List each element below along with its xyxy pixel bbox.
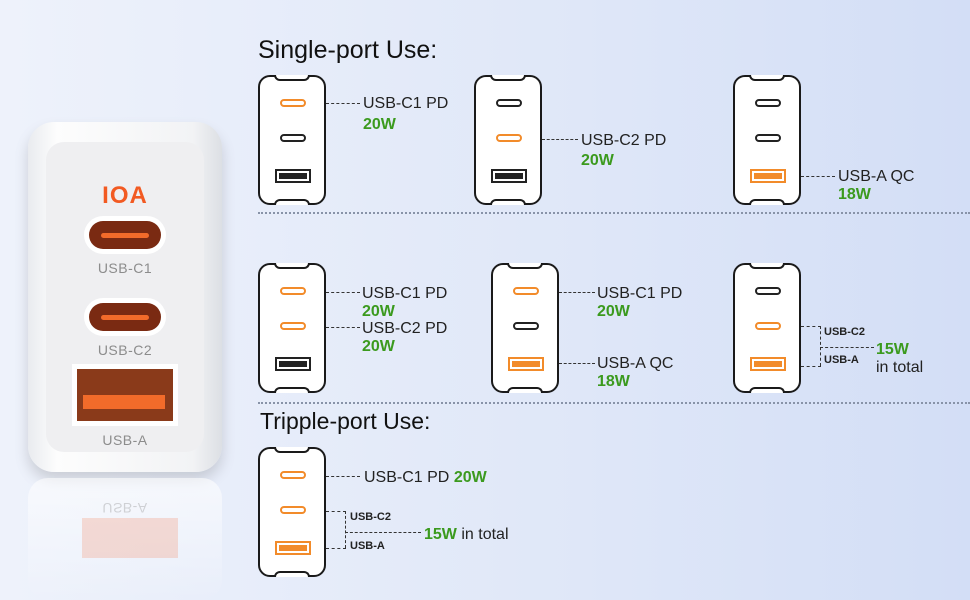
charger-diagram (491, 263, 559, 393)
charger-diagram (258, 75, 326, 205)
usb-c-port-icon (755, 287, 781, 295)
usb-c-port-icon (280, 99, 306, 107)
dual3-suffix: in total (876, 359, 924, 376)
dual1-watt2: 20W (362, 338, 395, 355)
charger-diagram (733, 75, 801, 205)
usb-a-port-icon (275, 169, 311, 183)
dual1-watt1: 20W (362, 303, 395, 320)
usb-c-port-icon (280, 506, 306, 514)
usb-c1-port (84, 216, 166, 254)
charger-diagram (733, 263, 801, 393)
dual2-label1: USB-C1 PD (597, 285, 683, 302)
divider (258, 212, 970, 214)
reflection-label: USB-A (102, 500, 148, 516)
triple-suffix: in total (461, 526, 509, 543)
usb-a-label: USB-A (102, 432, 148, 448)
usb-c-port-icon (755, 134, 781, 142)
label-c1: USB-C1 PD (363, 95, 449, 112)
usb-c-port-icon (280, 471, 306, 479)
usb-c-port-icon (280, 134, 306, 142)
usb-a-port-icon (750, 357, 786, 371)
triple-port-title: Tripple-port Use: (260, 408, 431, 434)
usb-c-port-icon (755, 322, 781, 330)
dual2-watt1: 20W (597, 303, 630, 320)
charger-product-image: IOA USB-C1 USB-C2 USB-A (28, 122, 222, 472)
usb-c2-label: USB-C2 (97, 342, 153, 358)
divider (258, 402, 970, 404)
usb-c-port-icon (496, 134, 522, 142)
usb-a-port-icon (275, 357, 311, 371)
label-c2: USB-C2 PD (581, 132, 667, 149)
charger-diagram (474, 75, 542, 205)
usb-c1-label: USB-C1 (97, 260, 153, 276)
dual3-watt: 15W (876, 341, 909, 358)
watt-c1: 20W (363, 116, 396, 133)
charger-diagram (258, 447, 326, 577)
watt-c2: 20W (581, 152, 614, 169)
single-port-title: Single-port Use: (258, 36, 438, 64)
usb-a-port-icon (508, 357, 544, 371)
dual1-label2: USB-C2 PD (362, 320, 448, 337)
usb-c2-port (84, 298, 166, 336)
triple-shared-watt: 15W (424, 526, 457, 543)
triple-label: USB-C1 PD 20W (364, 469, 487, 487)
usb-c-port-icon (513, 322, 539, 330)
watt-a: 18W (838, 186, 871, 203)
triple-small2: USB-A (350, 540, 385, 552)
usb-a-port-icon (491, 169, 527, 183)
dual3-small1: USB-C2 (824, 326, 865, 338)
usb-c-port-icon (496, 99, 522, 107)
usb-c-port-icon (755, 99, 781, 107)
dual2-watt2: 18W (597, 373, 630, 390)
dual2-label2: USB-A QC (597, 355, 674, 372)
usb-a-port-icon (750, 169, 786, 183)
brand-logo: IOA (102, 182, 148, 209)
usb-a-port (72, 364, 178, 426)
usb-c-port-icon (513, 287, 539, 295)
triple-watt: 20W (453, 469, 487, 486)
charger-diagram (258, 263, 326, 393)
product-reflection: USB-A (28, 478, 222, 600)
dual1-label1: USB-C1 PD (362, 285, 448, 302)
usb-c-port-icon (280, 287, 306, 295)
dual3-small2: USB-A (824, 354, 859, 366)
usb-c-port-icon (280, 322, 306, 330)
triple-small1: USB-C2 (350, 511, 391, 523)
triple-label-text: USB-C1 PD (364, 469, 450, 486)
charger-face: IOA USB-C1 USB-C2 USB-A (46, 142, 204, 452)
usb-a-port-icon (275, 541, 311, 555)
triple-shared: 15W in total (424, 526, 509, 544)
label-a: USB-A QC (838, 168, 915, 185)
